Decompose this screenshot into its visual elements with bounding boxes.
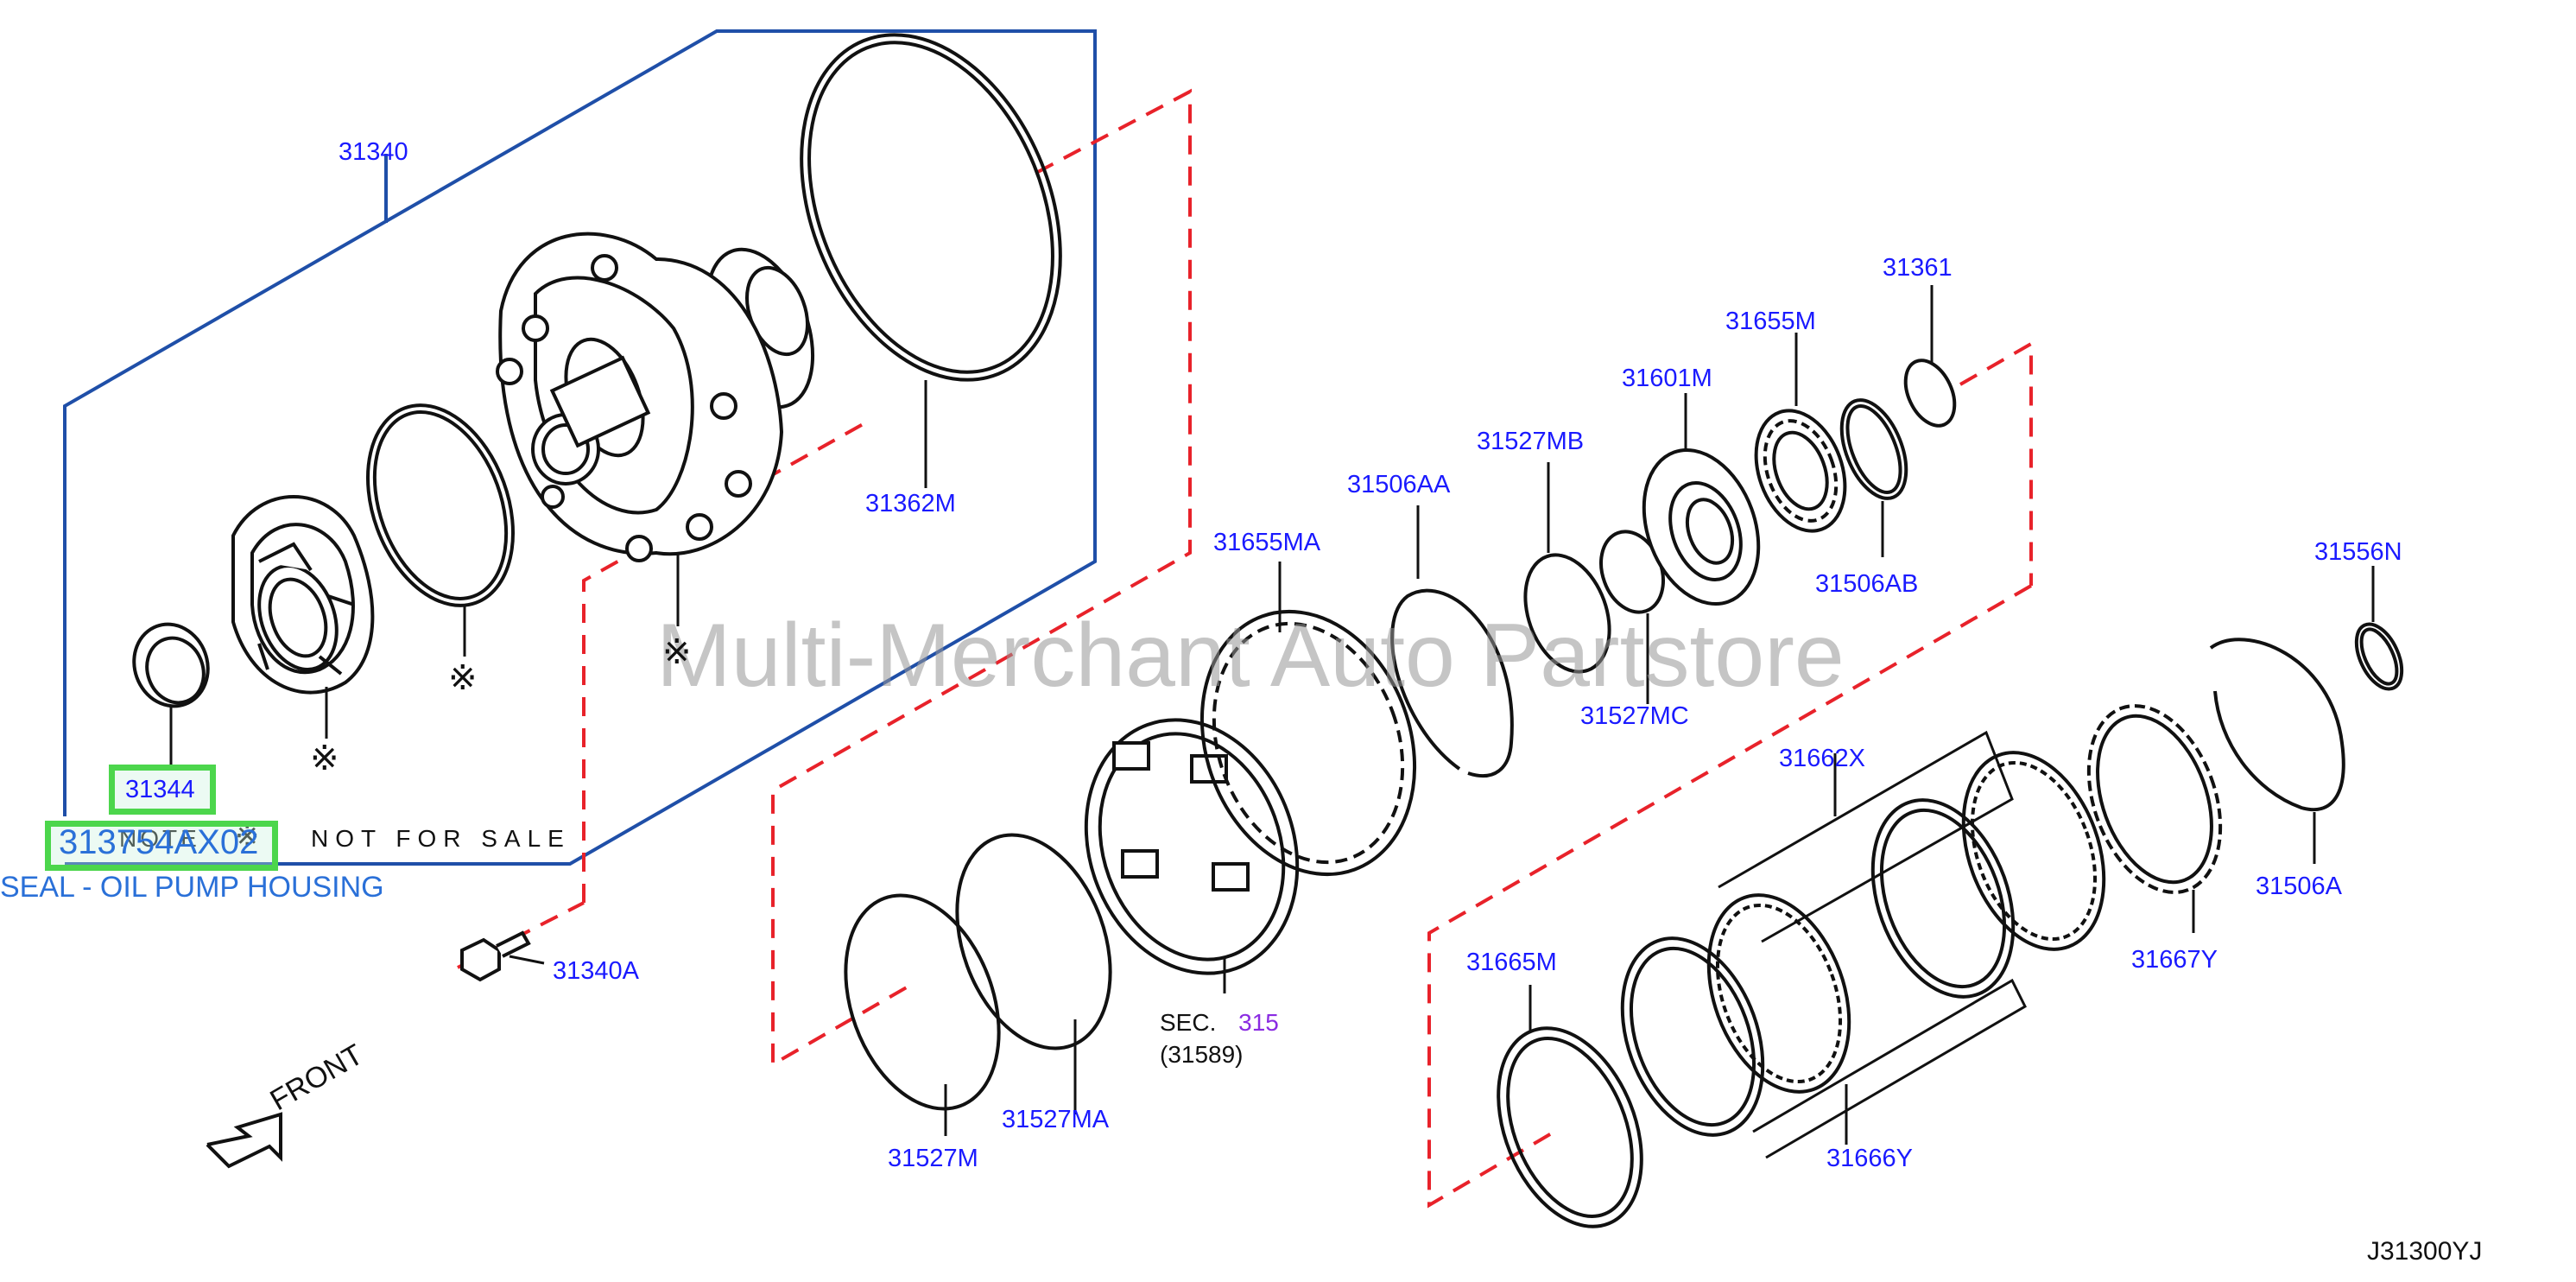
clutch-drum — [1084, 718, 1300, 993]
snap-ring-31506A — [2209, 638, 2345, 864]
not-for-sale: NOT FOR SALE — [311, 825, 571, 852]
seal-ring-31527MA — [955, 833, 1112, 1114]
callout-31665M[interactable]: 31665M — [1466, 949, 1557, 976]
snap-ring-31506AB — [1839, 398, 1908, 557]
callout-31667Y[interactable]: 31667Y — [2131, 946, 2218, 974]
seal-31361 — [1903, 285, 1957, 428]
highlight-box-callout — [109, 765, 216, 815]
callout-31556N[interactable]: 31556N — [2314, 538, 2402, 566]
assembly-bracket-31340 — [63, 29, 1097, 866]
callout-31666Y[interactable]: 31666Y — [1826, 1145, 1913, 1172]
selected-part-description: SEAL - OIL PUMP HOUSING — [0, 871, 384, 904]
plate-31665M — [1497, 985, 1643, 1228]
seal-ring-31527M — [844, 893, 1001, 1136]
note-mark-oring: ※ — [448, 658, 478, 698]
pump-cover — [231, 495, 375, 739]
highlight-box-part — [45, 821, 278, 871]
callout-31655MA[interactable]: 31655MA — [1213, 529, 1321, 556]
callout-31601M[interactable]: 31601M — [1622, 365, 1712, 392]
front-arrow — [206, 1112, 282, 1169]
callout-31344[interactable]: 31344 — [125, 776, 195, 803]
selected-part-number[interactable]: 313754AX02 — [59, 823, 259, 861]
callout-31662X[interactable]: 31662X — [1779, 745, 1865, 772]
section-ref[interactable]: SEC. 315 — [1160, 1009, 1279, 1037]
callout-31527M[interactable]: 31527M — [888, 1145, 978, 1172]
o-ring-31362M — [800, 33, 1062, 488]
callout-31361[interactable]: 31361 — [1883, 254, 1953, 282]
callout-31506AB[interactable]: 31506AB — [1815, 570, 1919, 598]
diagram-code: J31300YJ — [2367, 1237, 2483, 1266]
snap-ring-31506AA — [1390, 505, 1514, 778]
section-sub: (31589) — [1160, 1041, 1244, 1068]
callout-31506AA[interactable]: 31506AA — [1347, 471, 1451, 498]
plate-31667Y — [2086, 704, 2223, 933]
seal-31344 — [132, 622, 210, 769]
callout-31340[interactable]: 31340 — [339, 138, 408, 166]
note-mark-cover: ※ — [310, 739, 339, 778]
callout-31362M[interactable]: 31362M — [865, 490, 956, 517]
spring-retainer-31655M — [1754, 333, 1847, 533]
callout-31506A[interactable]: 31506A — [2256, 873, 2342, 900]
callout-31655M[interactable]: 31655M — [1725, 308, 1816, 335]
clutch-pack — [1620, 730, 2106, 1159]
section-prefix: SEC. — [1160, 1009, 1217, 1036]
note-text: NOTE — [119, 825, 200, 852]
callout-31527MA[interactable]: 31527MA — [1002, 1106, 1110, 1133]
callout-31340A[interactable]: 31340A — [553, 957, 639, 985]
section-number[interactable]: 315 — [1238, 1009, 1279, 1036]
callout-31527MC[interactable]: 31527MC — [1580, 702, 1689, 730]
piston-31601M — [1642, 393, 1761, 606]
oil-pump-body — [496, 232, 815, 562]
bolt-31340A — [460, 930, 545, 982]
ring-31556N — [2354, 566, 2404, 691]
o-ring-pump-small — [365, 403, 516, 657]
piston-31655MA — [1199, 562, 1417, 877]
watermark: Multi-Merchant Auto Partstore — [656, 606, 1845, 706]
note-mark-pump: ※ — [662, 632, 692, 672]
callout-31527MB[interactable]: 31527MB — [1477, 428, 1585, 455]
seal-ring-31527MB — [1523, 462, 1611, 674]
